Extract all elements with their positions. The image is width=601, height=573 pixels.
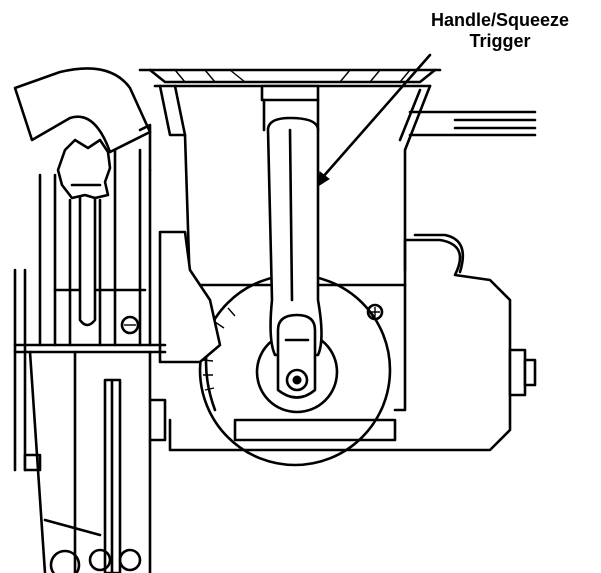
- dust-chute: [13, 67, 152, 172]
- lower-column: [28, 350, 167, 573]
- column-assembly: [13, 148, 167, 472]
- callout-leader: [317, 53, 432, 188]
- motor-housing: [168, 233, 537, 452]
- callout-line-2: Trigger: [469, 31, 531, 51]
- handle-trigger: [266, 116, 323, 399]
- star-knob: [56, 138, 112, 200]
- mount-bracket: [158, 230, 222, 364]
- callout-label: Handle/Squeeze Trigger: [400, 10, 600, 52]
- upper-housing: [138, 68, 442, 292]
- callout-line-1: Handle/Squeeze: [430, 10, 570, 30]
- right-arm: [408, 110, 537, 137]
